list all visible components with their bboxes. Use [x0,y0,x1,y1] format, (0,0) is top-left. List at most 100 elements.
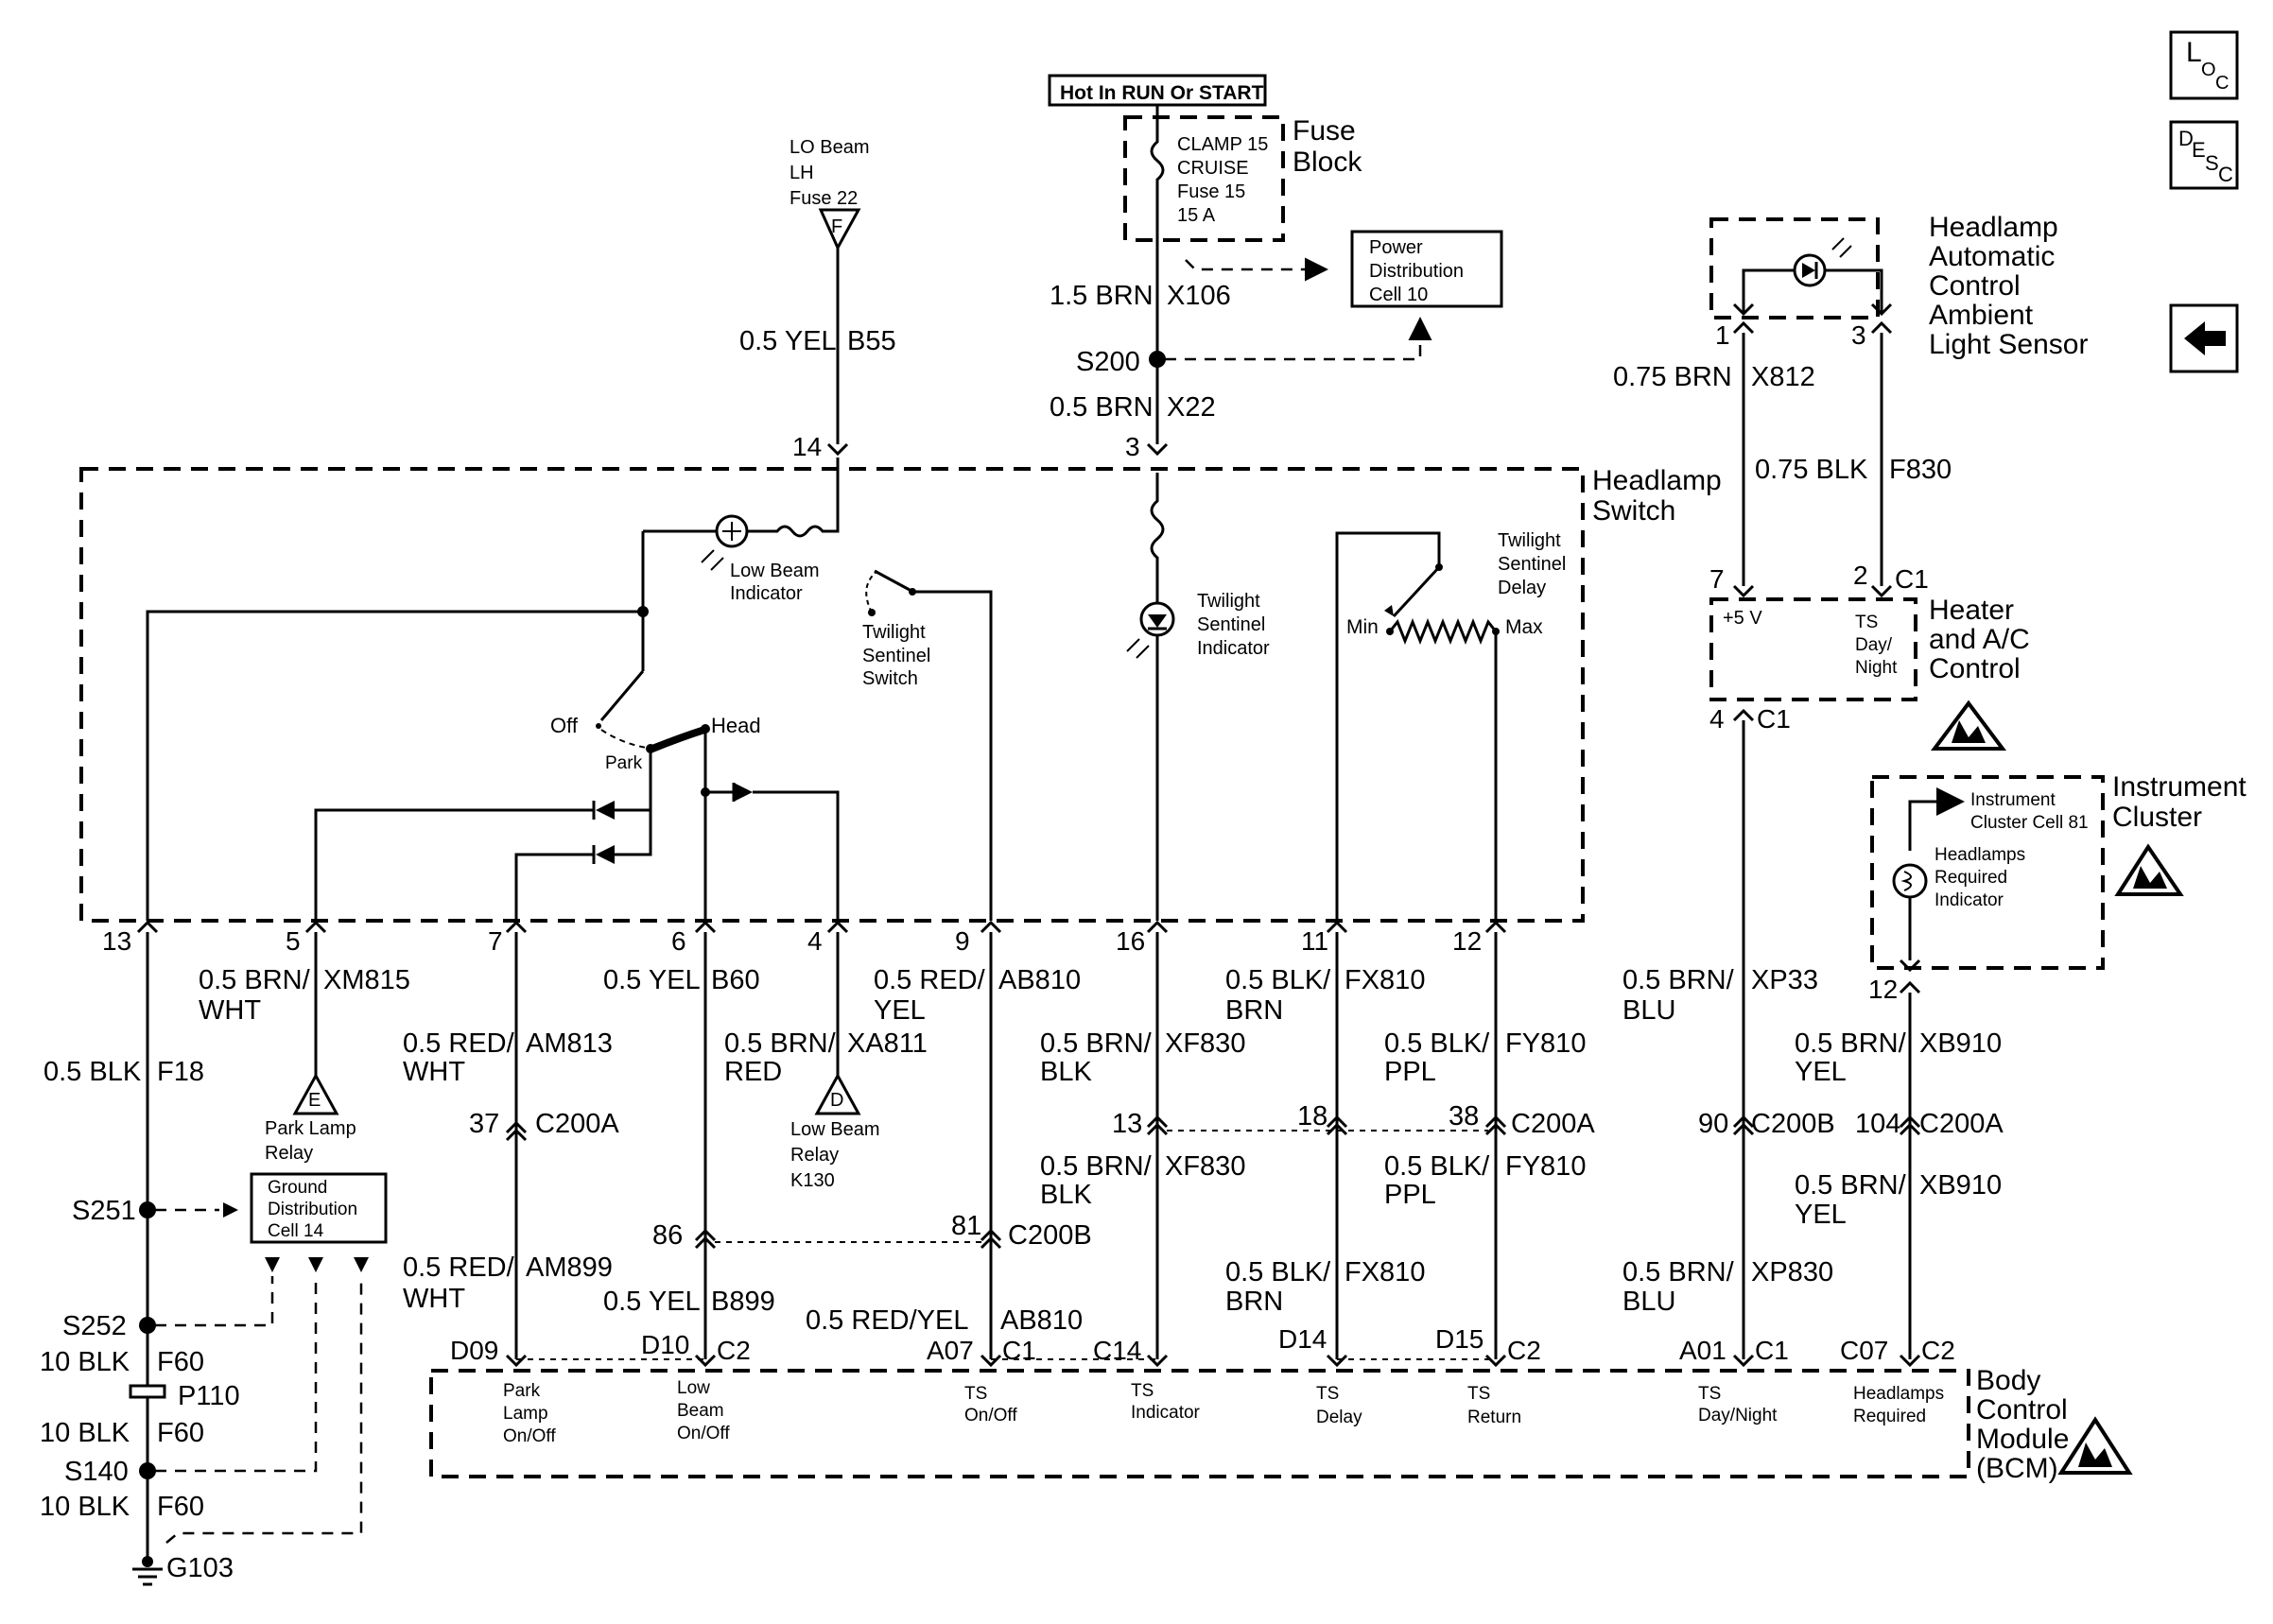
wire-f60-circuit-2: F60 [157,1418,204,1448]
connector-c200b-pin-86: 86 [652,1220,683,1251]
wire-am813-gauge-1: 0.5 RED/ [403,1028,515,1059]
switch-pin-16: 16 [1116,926,1145,956]
wire-fy810-gauge-2: PPL [1384,1057,1436,1087]
cluster-title-1: Instrument [2112,771,2247,803]
wire-f60-circuit-1: F60 [157,1347,204,1377]
wire-xp830-gauge-2: BLU [1622,1287,1675,1317]
connector-c200a-pin-38: 38 [1449,1101,1479,1132]
bcm-pin-a01: A01 [1679,1336,1726,1365]
wire-am899-gauge-1: 0.5 RED/ [403,1253,515,1283]
wire-fy810-gauge-1: 0.5 BLK/ [1384,1028,1490,1059]
wire-xp33-gauge-2: BLU [1622,995,1675,1026]
left-arrow-icon [2184,321,2226,355]
connector-c200b-label-2: C200B [1751,1109,1835,1139]
switch-pin-7: 7 [488,926,503,956]
bcm-box [429,1369,1970,1478]
wire-am813-circuit: AM813 [526,1028,613,1059]
bcm-pin-d09: D09 [450,1336,498,1365]
sensor-pin-1: 1 [1715,320,1730,350]
bcm-ts-delay-label-1: TS [1316,1384,1339,1404]
splice-s252-label: S252 [62,1311,127,1341]
bcm-ts-onoff-label-1: TS [964,1384,987,1404]
bcm-low-label-1: Low [677,1378,710,1398]
connector-p110 [129,1384,166,1399]
switch-pin-5: 5 [286,926,301,956]
connector-c200a-pin-18: 18 [1297,1101,1327,1132]
bcm-headlamps-required-label-1: Headlamps [1853,1384,1944,1404]
sensor-title-5: Light Sensor [1929,329,2088,360]
switch-pin-3: 3 [1125,432,1140,461]
lo-beam-fuse-label-2: LH [789,163,814,183]
hvac-title-3: Control [1929,653,2021,684]
wire-xa811-gauge-2: RED [724,1057,782,1087]
bcm-title-4: (BCM) [1976,1453,2058,1484]
power-distribution-label-3: Cell 10 [1369,285,1428,305]
twilight-indicator-label-1: Twilight [1197,591,1260,612]
connector-c200a-pin-37: 37 [469,1109,499,1139]
back-button[interactable] [2169,303,2239,373]
loc-letter-o: O [2201,60,2216,80]
wire-xb910-circuit-b: XB910 [1919,1170,2002,1201]
wire-fx810-gauge-1b: 0.5 BLK/ [1225,1257,1331,1287]
ground-distribution-label-1: Ground [268,1178,327,1198]
twilight-delay-label-1: Twilight [1498,530,1561,551]
wire-fx810-gauge-2b: BRN [1225,1287,1283,1317]
lo-beam-fuse-label-1: LO Beam [789,137,869,158]
ground-distribution-label-3: Cell 14 [268,1221,324,1241]
fuse-block-title-1: Fuse [1293,115,1356,147]
ground-distribution-box [250,1172,388,1244]
wire-f830-circuit: F830 [1889,455,1952,485]
switch-park-label: Park [605,753,643,773]
fuse-block-title-2: Block [1293,147,1362,178]
esd-warning-icon-hvac [1931,700,2006,751]
wire-xp830-gauge-1: 0.5 BRN/ [1622,1257,1735,1287]
bcm-connector-c2-b: C2 [1507,1336,1541,1365]
park-lamp-relay-ref-letter: E [308,1090,321,1111]
delay-min-label: Min [1346,616,1379,638]
wire-xa811-circuit: XA811 [847,1028,928,1059]
bcm-ts-indicator-label-1: TS [1131,1381,1154,1401]
wire-f60-gauge-3: 10 BLK [40,1492,130,1522]
cluster-title-2: Cluster [2112,802,2202,833]
bcm-top-pins [505,1354,1921,1368]
ground-distribution-label-2: Distribution [268,1200,357,1219]
bcm-title-2: Control [1976,1394,2068,1425]
wire-f18-gauge: 0.5 BLK [43,1057,142,1087]
sensor-pin-3: 3 [1851,320,1866,350]
wire-x22-gauge: 0.5 BRN [1050,392,1154,423]
wire-fy810-gauge-1b: 0.5 BLK/ [1384,1151,1490,1182]
wire-f60-circuit-3: F60 [157,1492,204,1522]
wire-xm815-circuit: XM815 [323,965,410,995]
bcm-title-1: Body [1976,1365,2040,1396]
bcm-pin-d10: D10 [641,1330,689,1359]
low-beam-indicator-label-1: Low Beam [730,561,820,581]
bcm-pin-a07: A07 [927,1336,974,1365]
cluster-pin-12: 12 [1868,975,1898,1004]
headlamp-switch-title-1: Headlamp [1592,465,1722,496]
bcm-ts-return-label-2: Return [1467,1408,1521,1427]
low-beam-indicator-label-2: Indicator [730,583,803,604]
headlamp-switch-title-2: Switch [1592,495,1675,527]
bcm-connector-c1-b: C1 [1755,1336,1789,1365]
bcm-park-label-1: Park [503,1381,541,1401]
switch-pin-6: 6 [671,926,686,956]
bcm-ts-indicator-label-2: Indicator [1131,1403,1201,1423]
switch-pin-12: 12 [1452,926,1482,956]
bcm-ts-return-label-1: TS [1467,1384,1490,1404]
hvac-plus5v-label: +5 V [1723,608,1762,629]
instrument-cluster-box [1870,775,2105,970]
bcm-low-label-2: Beam [677,1401,724,1421]
wire-xf830-circuit: XF830 [1165,1028,1245,1059]
connector-c200b-label-1: C200B [1008,1220,1092,1251]
sensor-title-4: Ambient [1929,300,2034,331]
light-sensor-box [1709,217,1880,320]
park-lamp-relay-label-1: Park Lamp [265,1118,356,1139]
lo-beam-fuse-label-3: Fuse 22 [789,188,858,209]
wire-xb910-circuit: XB910 [1919,1028,2002,1059]
loc-button[interactable]: L O C [2169,30,2239,100]
bcm-low-label-3: On/Off [677,1424,730,1443]
splice-s200 [1149,351,1166,368]
hvac-pin-4: 4 [1709,704,1725,734]
desc-button[interactable]: D E S C [2169,120,2239,190]
